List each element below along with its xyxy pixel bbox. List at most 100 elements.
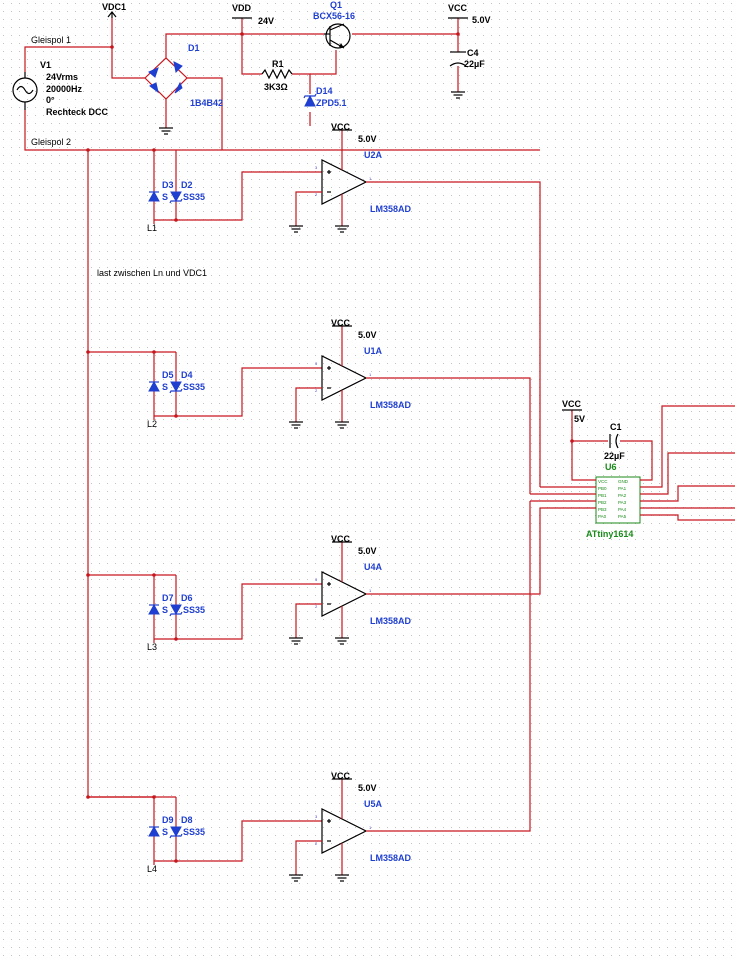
vcc-net-flag-top[interactable]: VCC 5.0V [448,3,491,25]
diode-d7[interactable] [148,603,160,615]
diode-ref-a: D5 [162,370,174,380]
mcu-pins-left: VCC PB0 PB1 PB2 PB3 PA0 [598,479,608,519]
opamp-u2a[interactable] [321,159,368,205]
line-label: L2 [147,419,157,429]
opamp-vcc-value: 5.0V [358,330,377,340]
opamp-vcc-label: VCC [331,122,351,132]
opamp-u1a[interactable] [321,355,368,401]
diode-ref-b: D8 [181,815,193,825]
pin-num: 2 [315,841,318,846]
pin-num: 2 [315,192,318,197]
opamp-vcc-value: 5.0V [358,783,377,793]
diode-part-b: SS35 [183,382,205,392]
vdc1-label: VDC1 [102,2,126,12]
opamp-u4a[interactable] [321,571,368,617]
pin-num: 3 [315,577,318,582]
mcu-part: ATtiny1614 [586,529,633,539]
vdd-label: VDD [232,3,252,13]
vcc-label: VCC [448,3,468,13]
note-text: last zwischen Ln und VDC1 [97,268,207,278]
diode-d4[interactable] [169,381,183,394]
transistor-q1[interactable] [324,23,351,49]
vdd-net-flag[interactable]: VDD 24V [232,3,274,26]
diode-part-b: SS35 [183,192,205,202]
vcc-value: 5.0V [472,15,491,25]
junction [110,45,114,49]
vcc-label: VCC [562,399,582,409]
opamp-vcc-value: 5.0V [358,546,377,556]
svg-text:GND: GND [618,479,629,484]
junction [456,32,460,36]
wires-top [24,18,540,151]
mcu-ref: U6 [605,462,617,472]
diode-ref-b: D4 [181,370,193,380]
opamp-u5a[interactable] [321,808,368,854]
mcu-pins-right: GND PA1 PA2 PA3 PA4 PA5 [618,479,629,519]
diode-ref-a: D9 [162,815,174,825]
svg-text:PA4: PA4 [618,507,627,512]
diode-d5[interactable] [148,380,160,392]
opamp-ref: U5A [364,799,383,809]
opamp-vcc-value: 5.0V [358,134,377,144]
resistor-r1[interactable] [261,68,293,80]
mcu-wires [530,405,735,521]
cap4-ref: C4 [467,48,479,58]
diode-d6[interactable] [169,604,183,617]
pin-num: 1 [369,825,372,830]
mcu-u6[interactable] [595,476,641,524]
diode-part-b: SS35 [183,605,205,615]
svg-text:PB2: PB2 [598,500,607,505]
svg-text:VCC: VCC [598,479,608,484]
resistor-value: 3K3Ω [264,82,288,92]
vdc1-net-flag[interactable]: VDC1 [102,2,126,18]
diode-ref-a: D3 [162,180,174,190]
source-ref: V1 [40,60,51,70]
transistor-part: BCX56-16 [313,11,355,21]
source-line2: 20000Hz [46,84,83,94]
capacitor-c4[interactable] [449,51,467,67]
diode-d8[interactable] [169,826,183,839]
bridge-rectifier-d1[interactable] [148,61,183,94]
pin-num: 1 [369,372,372,377]
vcc-short: 5V [574,414,585,424]
resistor-ref: R1 [272,59,284,69]
pin-num: 2 [315,604,318,609]
pin-num: 1 [369,176,372,181]
diode-ref-a: D7 [162,593,174,603]
cap1-ref: C1 [610,422,622,432]
bridge-part: 1B4B42 [190,98,223,108]
svg-text:PA0: PA0 [598,514,607,519]
svg-text:PA3: PA3 [618,500,627,505]
ac-source-v1[interactable] [12,72,38,110]
line-label: L1 [147,223,157,233]
junction [240,32,244,36]
pin-num: 1 [369,588,372,593]
transistor-ref: Q1 [330,0,342,10]
opamp-part: LM358AD [370,204,412,214]
pin-num: 2 [315,388,318,393]
gleispol1-label: Gleispol 1 [31,35,71,45]
source-line4: Rechteck DCC [46,107,109,117]
zener-d14[interactable] [303,88,317,107]
diode-d3[interactable] [148,190,160,202]
diode-part-a: S [162,382,168,392]
capacitor-c1[interactable] [609,433,619,449]
svg-text:PA5: PA5 [618,514,627,519]
pin-num: 3 [315,165,318,170]
vcc-net-flag-mcu[interactable]: VCC 5V [562,399,585,424]
opamp-ref: U1A [364,346,383,356]
opamp-part: LM358AD [370,853,412,863]
diode-part-b: SS35 [183,827,205,837]
zener-ref: D14 [316,86,333,96]
opamp-vcc-label: VCC [331,318,351,328]
diode-d2[interactable] [169,191,183,204]
diode-d9[interactable] [148,825,160,837]
vdd-value: 24V [258,16,274,26]
line-label: L3 [147,642,157,652]
opamp-ref: U2A [364,150,383,160]
gleispol2-label: Gleispol 2 [31,137,71,147]
